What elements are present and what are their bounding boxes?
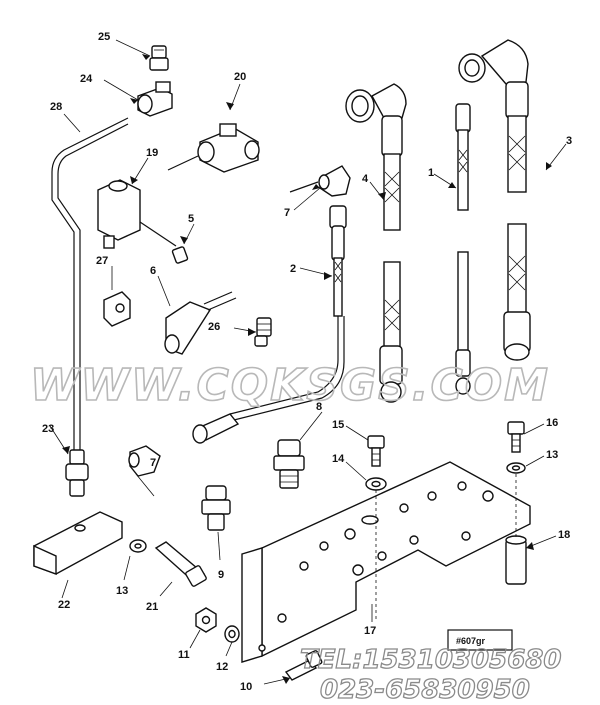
part-4-hose	[345, 83, 407, 403]
part-13-washer-left	[129, 539, 147, 553]
label-4: 4	[362, 173, 369, 185]
label-20: 20	[234, 71, 246, 83]
watermark-phone: TEL:15310305680	[300, 645, 561, 675]
label-1: 1	[428, 167, 434, 179]
watermark-phone2: 023-65830950	[320, 675, 530, 705]
part-15-bolt	[367, 435, 385, 467]
part-12-washer	[224, 625, 240, 643]
label-16: 16	[546, 417, 558, 429]
label-13-right: 13	[546, 449, 558, 461]
watermark-site: WWW.CQKSGS.COM	[30, 360, 550, 411]
part-10-bolt	[284, 650, 323, 681]
part-code: #607gr	[456, 636, 486, 646]
part-7-elbow-upper	[289, 165, 351, 197]
part-17-plate	[241, 461, 531, 663]
part-6-elbow	[164, 291, 237, 355]
label-7-upper: 7	[284, 207, 290, 219]
part-1-hose	[455, 103, 471, 395]
part-25-fitting	[149, 45, 169, 71]
label-9: 9	[218, 569, 224, 581]
label-11: 11	[178, 649, 190, 661]
part-3-hose	[458, 39, 531, 361]
label-25: 25	[98, 31, 110, 43]
part-2-hose	[192, 205, 347, 444]
label-10: 10	[240, 681, 252, 693]
part-26-fitting	[254, 317, 272, 347]
part-8-connector	[273, 439, 305, 489]
label-13-left: 13	[116, 585, 128, 597]
label-24: 24	[80, 73, 93, 85]
label-5: 5	[188, 213, 194, 225]
label-26: 26	[208, 321, 220, 333]
label-6: 6	[150, 265, 156, 277]
label-7-lower: 7	[150, 457, 156, 469]
label-12: 12	[216, 661, 228, 673]
part-5-plug	[171, 246, 189, 264]
label-21: 21	[146, 601, 158, 613]
part-code-box: #607gr	[447, 629, 513, 651]
part-21-bolt	[154, 541, 207, 587]
label-8: 8	[316, 401, 322, 413]
part-16-bolt	[507, 421, 525, 453]
part-20-tee	[167, 123, 260, 173]
label-18: 18	[558, 529, 570, 541]
label-14: 14	[332, 453, 345, 465]
label-3: 3	[566, 135, 572, 147]
label-15: 15	[332, 419, 344, 431]
part-22-bracket	[33, 511, 123, 575]
label-17: 17	[364, 625, 376, 637]
part-11-nut	[195, 607, 217, 633]
part-27-clamp	[103, 291, 131, 327]
label-2: 2	[290, 263, 296, 275]
part-18-spacer	[505, 535, 527, 585]
label-28: 28	[50, 101, 62, 113]
part-23-fitting	[65, 449, 89, 497]
arrow-heads	[62, 54, 552, 684]
part-13-washer-right	[506, 462, 526, 474]
part-9-connector	[201, 485, 231, 531]
label-27: 27	[96, 255, 108, 267]
part-19-block	[97, 179, 177, 249]
part-24-elbow	[137, 81, 173, 117]
label-19: 19	[146, 147, 158, 159]
part-labels: 25 24 20 28 19 5 27 6 26 7 2 4 1 3 8 15 …	[42, 31, 572, 693]
part-14-washer	[365, 477, 387, 491]
part-7-elbow-lower	[128, 445, 161, 477]
label-22: 22	[58, 599, 70, 611]
label-23: 23	[42, 423, 54, 435]
part-28-tube	[51, 117, 129, 450]
